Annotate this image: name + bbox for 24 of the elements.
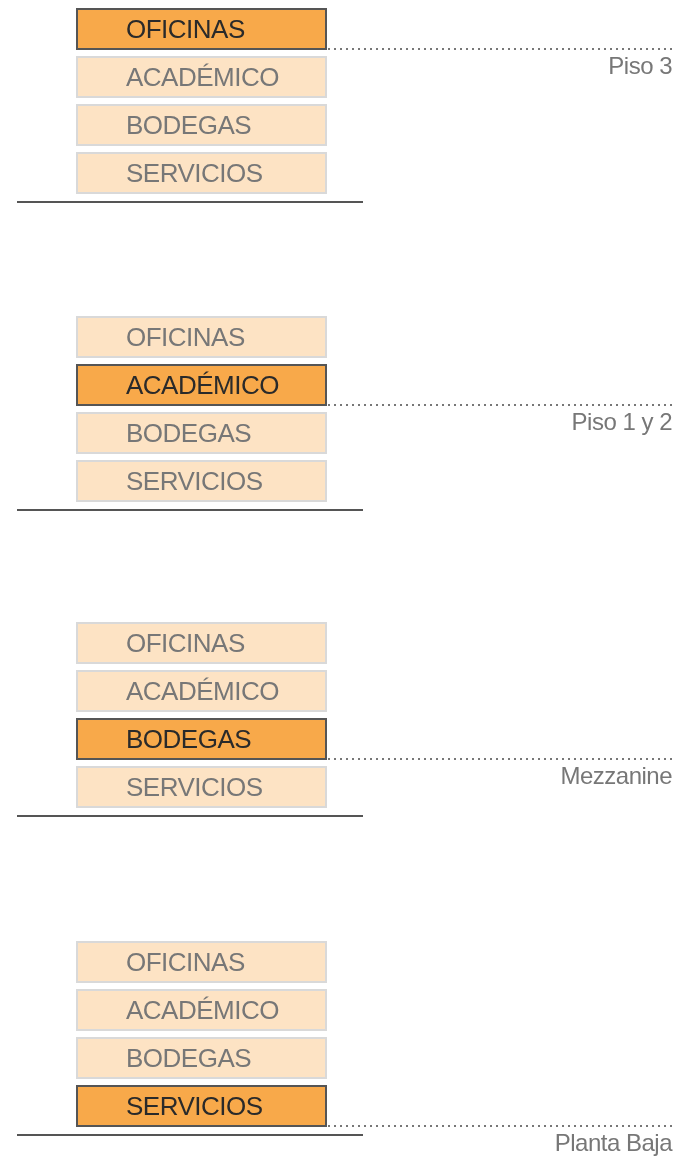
use-box: OFICINAS [76,941,327,983]
use-box: BODEGAS [76,412,327,454]
use-box: SERVICIOS [76,766,327,808]
use-box: ACADÉMICO [76,670,327,712]
use-box: ACADÉMICO [76,56,327,98]
use-box: SERVICIOS [76,460,327,502]
highlighted-use-box: BODEGAS [76,718,327,760]
highlighted-use-box: SERVICIOS [76,1085,327,1127]
floor-label: Planta Baja [554,1129,672,1157]
floor-label: Piso 1 y 2 [571,408,672,436]
use-box: BODEGAS [76,104,327,146]
use-box: SERVICIOS [76,152,327,194]
use-box: OFICINAS [76,316,327,358]
use-box: ACADÉMICO [76,989,327,1031]
floor-label: Mezzanine [560,762,672,790]
leader-line [326,48,673,50]
leader-line [326,1125,673,1127]
floor-label: Piso 3 [608,52,672,80]
use-box: OFICINAS [76,622,327,664]
leader-line [326,404,673,406]
highlighted-use-box: ACADÉMICO [76,364,327,406]
leader-line [326,758,673,760]
use-box: BODEGAS [76,1037,327,1079]
highlighted-use-box: OFICINAS [76,8,327,50]
